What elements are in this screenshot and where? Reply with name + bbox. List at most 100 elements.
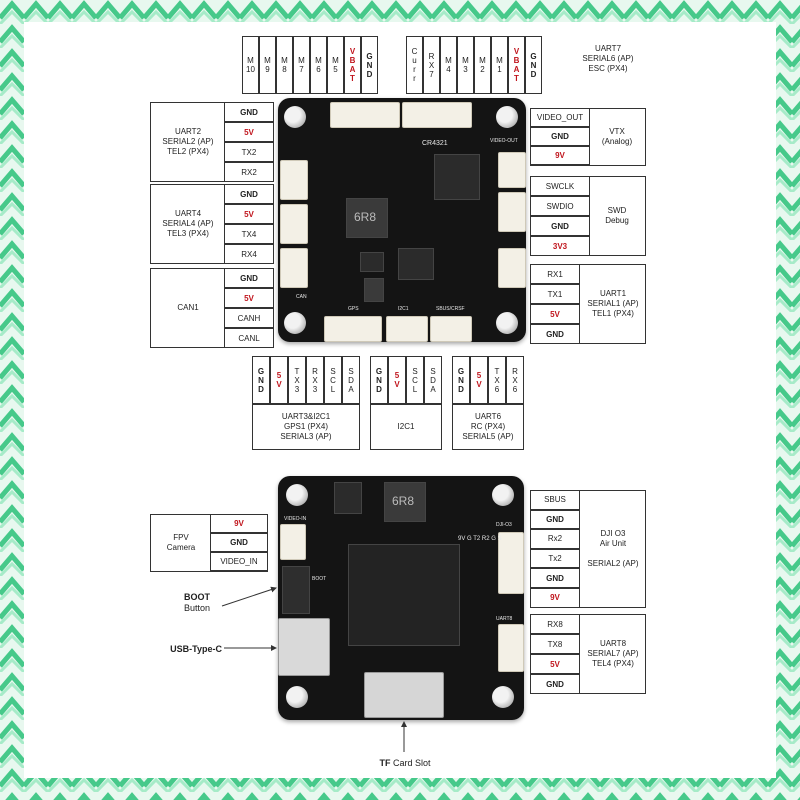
pin-rx2: Rx2 <box>530 529 580 549</box>
regulator-chip <box>398 248 434 280</box>
usb-type-c-port[interactable] <box>278 618 330 676</box>
gps-label-box <box>252 404 360 450</box>
pin-rx8: RX8 <box>530 614 580 634</box>
silk-uart8: UART8 <box>496 616 513 622</box>
mount-hole <box>492 686 514 708</box>
uart7-label: UART7 SERIAL6 (AP) ESC (PX4) <box>582 44 634 73</box>
silk-dji: DJI-O3 <box>496 522 512 528</box>
mcu-chip <box>348 544 460 646</box>
fpv-label: FPV Camera <box>166 533 196 552</box>
boot-button[interactable] <box>282 566 310 614</box>
pin-tx1: TX1 <box>530 284 580 304</box>
pin-9v: 9V <box>530 146 590 165</box>
silk-sbus: SBUS/CRSF <box>436 306 465 312</box>
pin-sbus: SBUS <box>530 490 580 510</box>
uart4-label: UART4 SERIAL4 (AP) TEL3 (PX4) <box>162 209 214 238</box>
pin-5v: 5V <box>224 204 274 224</box>
uart4-connector <box>280 204 308 244</box>
silk-gps: GPS <box>348 306 359 312</box>
pin-vbat: V B A T <box>508 36 525 94</box>
pin-gnd: GND <box>530 216 590 236</box>
pin-m4: M 4 <box>440 36 457 94</box>
can1-label: CAN1 <box>177 303 199 312</box>
pin-9v: 9V <box>530 588 580 608</box>
uart8-label: UART8 SERIAL7 (AP) TEL4 (PX4) <box>587 639 639 668</box>
pin-tx4: TX4 <box>224 224 274 244</box>
pin-m8: M 8 <box>276 36 293 94</box>
video-in-connector <box>280 524 306 560</box>
gps-connector <box>324 316 382 342</box>
pin-gnd: GND <box>530 674 580 694</box>
pin-canl: CANL <box>224 328 274 348</box>
pin-gnd: G N D <box>452 356 470 404</box>
uart6-label-box <box>452 404 524 450</box>
pin-5v: 5V <box>530 654 580 674</box>
pin-rx4: RX4 <box>224 244 274 264</box>
flight-controller-board-top: 6R8 CR4321 VIDEO-OUT GPS I2C1 SBUS/CRSF … <box>278 98 526 342</box>
uart1-connector <box>498 248 526 288</box>
pin-gnd: GND <box>224 102 274 122</box>
pin-swclk: SWCLK <box>530 176 590 196</box>
uart6-label: UART6 RC (PX4) SERIAL5 (AP) <box>462 412 514 441</box>
pin-gnd: GND <box>210 533 268 552</box>
pin-tx2: Tx2 <box>530 548 580 569</box>
pin-m1: M 1 <box>491 36 508 94</box>
dji-connector <box>498 532 524 594</box>
tf-card-slot[interactable] <box>364 672 444 718</box>
mount-hole <box>284 312 306 334</box>
pin-gnd: G N D <box>525 36 542 94</box>
processor-chip <box>434 154 480 200</box>
inductor <box>384 482 426 522</box>
pin-rx7: R X 7 <box>423 36 440 94</box>
pin-gnd: G N D <box>361 36 378 94</box>
pin-gnd: GND <box>530 568 580 588</box>
uart2-connector <box>280 160 308 200</box>
esc-connector-left <box>330 102 400 128</box>
pin-gnd: GND <box>224 184 274 204</box>
uart8-connector <box>498 624 524 672</box>
pin-rx3: R X 3 <box>306 356 324 404</box>
pin-m6: M 6 <box>310 36 327 94</box>
inductor <box>346 198 388 238</box>
pin-sda: S D A <box>424 356 442 404</box>
mount-hole <box>286 686 308 708</box>
uart2-label: UART2 SERIAL2 (AP) TEL2 (PX4) <box>162 127 214 156</box>
pin-m5: M 5 <box>327 36 344 94</box>
pin-rx2: RX2 <box>224 162 274 182</box>
pin-3v3: 3V3 <box>530 236 590 256</box>
pin-gnd: GND <box>530 324 580 344</box>
pin-5v: 5V <box>530 304 580 324</box>
pin-tx8: TX8 <box>530 634 580 654</box>
pin-5v: 5 V <box>470 356 488 404</box>
swd-label: SWD Debug <box>605 206 629 225</box>
i2c-label-box <box>370 404 442 450</box>
silk-dji-pins: 9V G T2 R2 G S <box>458 536 502 542</box>
pin-scl: S C L <box>324 356 342 404</box>
boot-annotation: BOOT Button <box>150 592 210 614</box>
inductor-marking: 6R8 <box>354 210 377 224</box>
esc-connector-right <box>402 102 472 128</box>
pin-5v: 5V <box>224 288 274 308</box>
silk-video-out: VIDEO-OUT <box>490 138 518 144</box>
silk-boot: BOOT <box>312 576 327 582</box>
pin-gnd: G N D <box>370 356 388 404</box>
boot-annotation-text: Button <box>183 603 210 613</box>
mount-hole <box>284 106 306 128</box>
can-connector <box>280 248 308 288</box>
board-model-label: CR4321 <box>422 140 448 147</box>
flight-controller-board-bottom: 6R8 VIDEO-IN BOOT DJI-O3 UART8 9V G T2 R… <box>278 476 524 720</box>
i2c-label: I2C1 <box>397 422 415 431</box>
pin-m10: M 10 <box>242 36 259 94</box>
pin-gnd: GND <box>530 127 590 146</box>
mount-hole <box>496 312 518 334</box>
gps-label: UART3&I2C1 GPS1 (PX4) SERIAL3 (AP) <box>280 412 332 441</box>
vtx-connector <box>498 152 526 188</box>
pin-5v: 5V <box>224 122 274 142</box>
silk-video-in: VIDEO-IN <box>284 516 307 522</box>
pin-m2: M 2 <box>474 36 491 94</box>
pin-tx6: T X 6 <box>488 356 506 404</box>
pin-canh: CANH <box>224 308 274 328</box>
pin-sda: S D A <box>342 356 360 404</box>
tf-annotation-text: Card Slot <box>390 758 431 768</box>
